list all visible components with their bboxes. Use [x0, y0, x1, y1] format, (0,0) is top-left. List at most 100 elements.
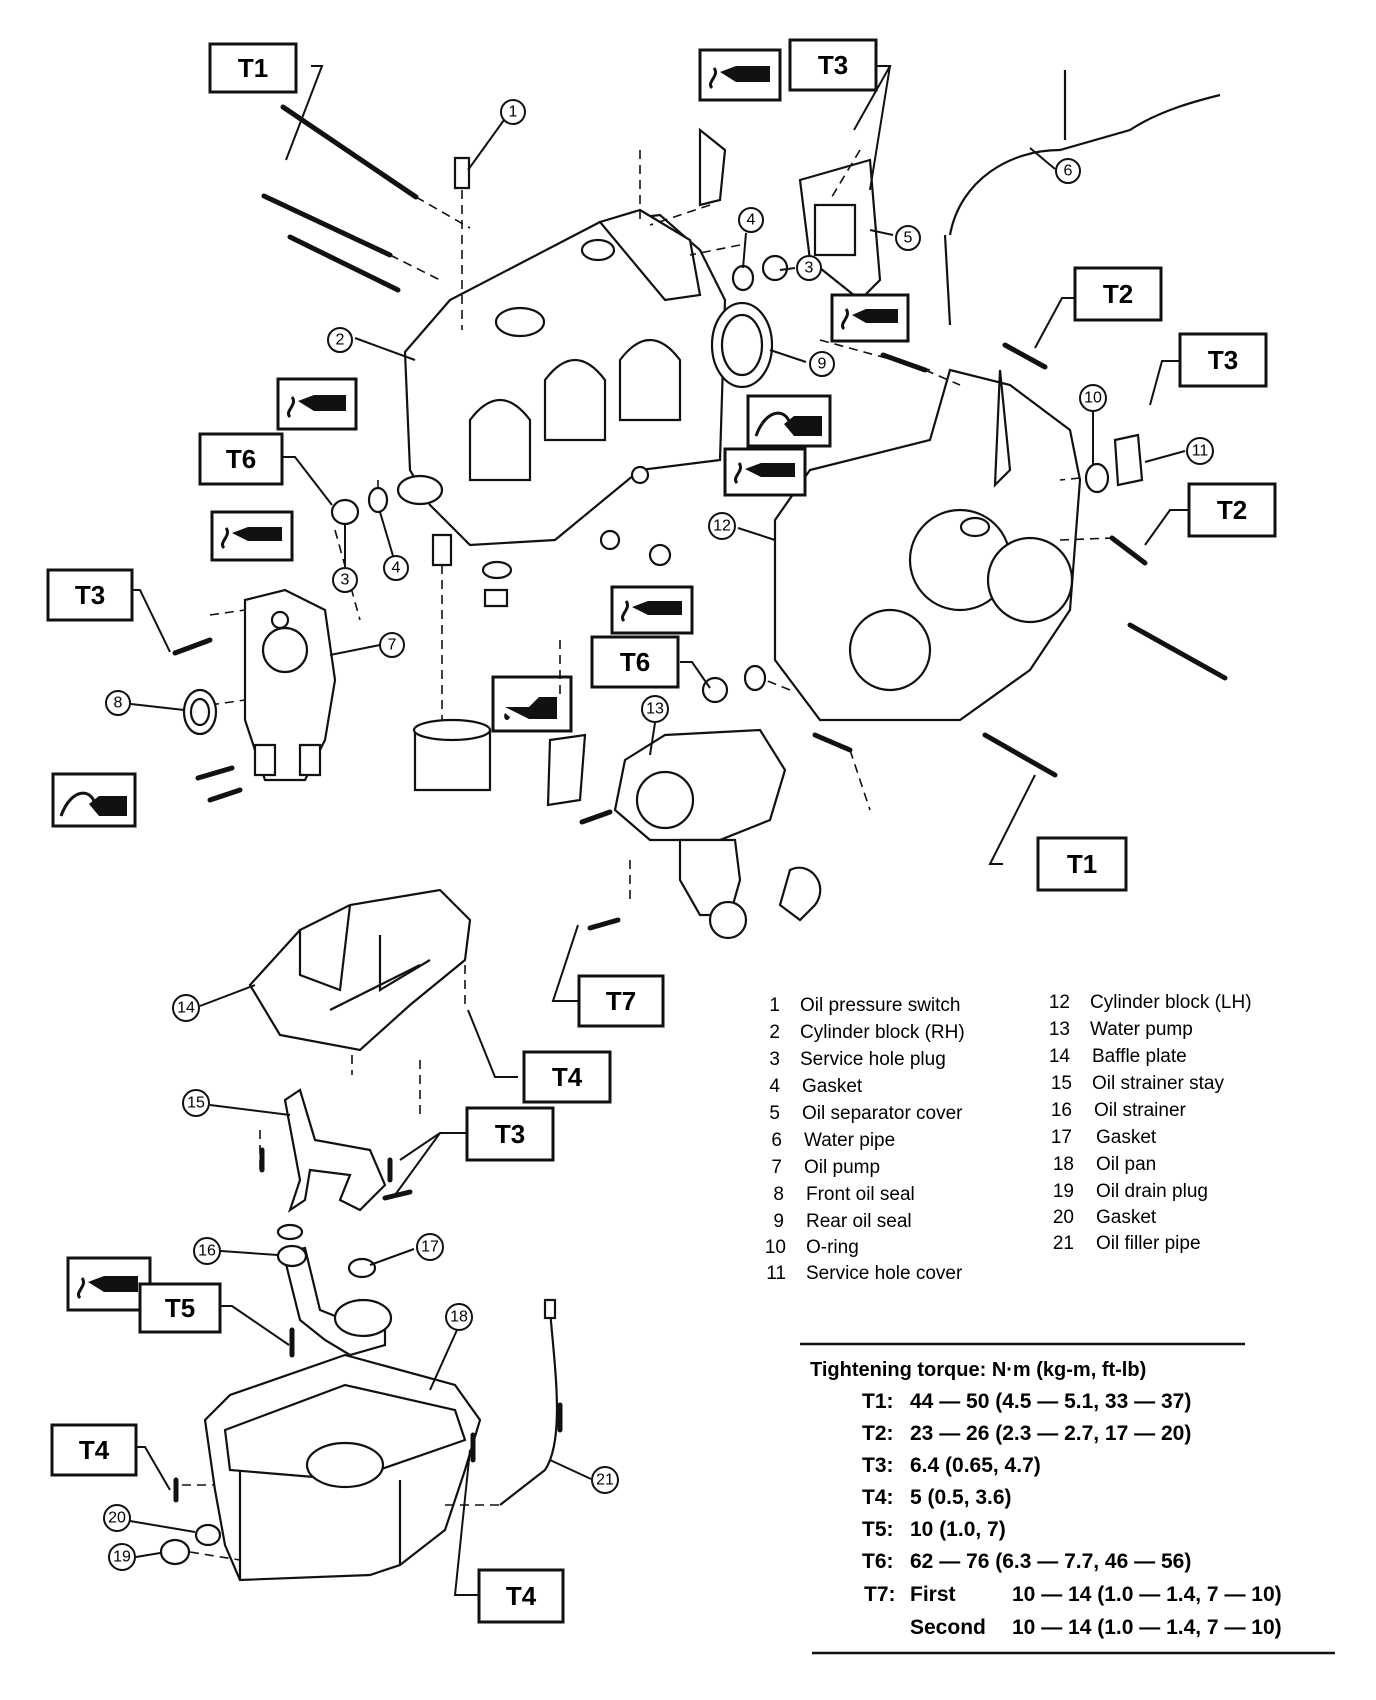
svg-text:Oil pan: Oil pan — [1096, 1154, 1156, 1175]
liquid-gasket-icon — [276, 377, 358, 431]
callout-leaders — [129, 119, 1186, 1558]
svg-text:6.4 (0.65, 4.7): 6.4 (0.65, 4.7) — [910, 1454, 1041, 1477]
torque-box-t3: T3 — [465, 1106, 555, 1162]
svg-text:18: 18 — [450, 1309, 468, 1326]
torque-box-t4: T4 — [477, 1568, 565, 1624]
callout-2: 2 — [327, 327, 353, 353]
svg-text:T3: T3 — [75, 580, 105, 610]
callout-21: 21 — [591, 1466, 619, 1494]
water-pump — [613, 728, 822, 940]
oil-strainer — [276, 1244, 393, 1357]
svg-text:23 — 26 (2.3 — 2.7, 17 — 20): 23 — 26 (2.3 — 2.7, 17 — 20) — [910, 1422, 1191, 1445]
svg-text:T4:: T4: — [862, 1486, 894, 1509]
svg-text:Gasket: Gasket — [1096, 1207, 1157, 1228]
torque-box-t2: T2 — [1073, 266, 1163, 322]
sealant-icon-group — [66, 48, 910, 1312]
svg-text:13: 13 — [1049, 1019, 1070, 1040]
callout-7: 7 — [379, 632, 405, 658]
liquid-gasket-icon — [698, 48, 782, 102]
part-callouts: 1 2 3 4 5 6 9 10 11 12 3 4 7 8 13 14 15 … — [103, 99, 1214, 1571]
liquid-gasket-icon — [66, 1256, 152, 1312]
torque-row: T5: 10 (1.0, 7) — [862, 1518, 1006, 1541]
svg-text:5 (0.5, 3.6): 5 (0.5, 3.6) — [910, 1486, 1012, 1509]
liquid-gasket-icon — [830, 293, 910, 343]
callout-19: 19 — [108, 1543, 136, 1571]
svg-text:Service hole cover: Service hole cover — [806, 1263, 963, 1284]
svg-text:Oil strainer: Oil strainer — [1094, 1100, 1187, 1121]
callout-1: 1 — [500, 99, 526, 125]
svg-text:4: 4 — [769, 1076, 780, 1097]
svg-text:T1: T1 — [1067, 849, 1097, 879]
svg-text:17: 17 — [1051, 1127, 1072, 1148]
svg-text:T2: T2 — [1217, 495, 1247, 525]
callout-3: 3 — [796, 255, 822, 281]
svg-text:7: 7 — [388, 637, 397, 654]
callout-5: 5 — [895, 225, 921, 251]
svg-text:T3: T3 — [495, 1119, 525, 1149]
svg-text:4: 4 — [392, 560, 401, 577]
svg-text:12: 12 — [713, 518, 731, 535]
torque-box-t3: T3 — [1178, 332, 1268, 388]
svg-text:T6: T6 — [620, 647, 650, 677]
svg-text:T6:: T6: — [862, 1550, 894, 1573]
svg-text:Cylinder block (LH): Cylinder block (LH) — [1090, 992, 1252, 1013]
callout-12: 12 — [708, 512, 736, 540]
svg-text:T5: T5 — [165, 1293, 195, 1323]
torque-row: T2:23 — 26 (2.3 — 2.7, 17 — 20) — [862, 1422, 1191, 1445]
svg-text:2: 2 — [336, 332, 345, 349]
svg-text:T3:: T3: — [862, 1454, 894, 1477]
svg-text:T3: T3 — [818, 50, 848, 80]
engine-oil-icon — [491, 675, 573, 733]
torque-box-t7: T7 — [577, 974, 665, 1028]
svg-text:2: 2 — [769, 1022, 780, 1043]
callout-16: 16 — [193, 1237, 221, 1265]
legend-item: 4 Gasket — [769, 1076, 862, 1097]
svg-text:44 — 50 (4.5 — 5.1, 33 — 37): 44 — 50 (4.5 — 5.1, 33 — 37) — [910, 1390, 1191, 1413]
svg-text:62 — 76 (6.3 — 7.7, 46 — 56): 62 — 76 (6.3 — 7.7, 46 — 56) — [910, 1550, 1191, 1573]
svg-text:Water pump: Water pump — [1090, 1019, 1193, 1040]
svg-text:14: 14 — [177, 1000, 195, 1017]
svg-text:Oil pressure switch: Oil pressure switch — [800, 995, 961, 1016]
torque-row: T3: 6.4 (0.65, 4.7) — [862, 1454, 1041, 1477]
svg-text:Service hole plug: Service hole plug — [800, 1049, 946, 1070]
svg-text:1: 1 — [509, 104, 518, 121]
callout-8: 8 — [105, 690, 131, 716]
assembly-lines — [259, 149, 961, 1175]
callout-14: 14 — [172, 994, 200, 1022]
svg-text:T7: T7 — [606, 986, 636, 1016]
svg-text:3: 3 — [341, 572, 350, 589]
svg-text:Oil drain plug: Oil drain plug — [1096, 1181, 1208, 1202]
torque-row: T4: 5 (0.5, 3.6) — [862, 1486, 1012, 1509]
svg-text:10 (1.0, 7): 10 (1.0, 7) — [910, 1518, 1006, 1541]
torque-row: T1:44 — 50 (4.5 — 5.1, 33 — 37) — [862, 1390, 1191, 1413]
svg-text:3: 3 — [805, 260, 814, 277]
leader-lines — [131, 65, 1189, 1596]
svg-text:O-ring: O-ring — [806, 1237, 859, 1258]
part-drawings — [159, 70, 1228, 1582]
svg-text:20: 20 — [108, 1510, 126, 1527]
callout-18: 18 — [445, 1303, 473, 1331]
svg-text:18: 18 — [1053, 1154, 1074, 1175]
svg-text:5: 5 — [769, 1103, 780, 1124]
svg-text:Gasket: Gasket — [802, 1076, 863, 1097]
svg-text:Rear oil seal: Rear oil seal — [806, 1211, 912, 1232]
svg-text:Oil separator cover: Oil separator cover — [802, 1103, 963, 1124]
svg-text:T5:: T5: — [862, 1518, 894, 1541]
svg-text:1: 1 — [769, 995, 780, 1016]
callout-13: 13 — [641, 695, 669, 723]
